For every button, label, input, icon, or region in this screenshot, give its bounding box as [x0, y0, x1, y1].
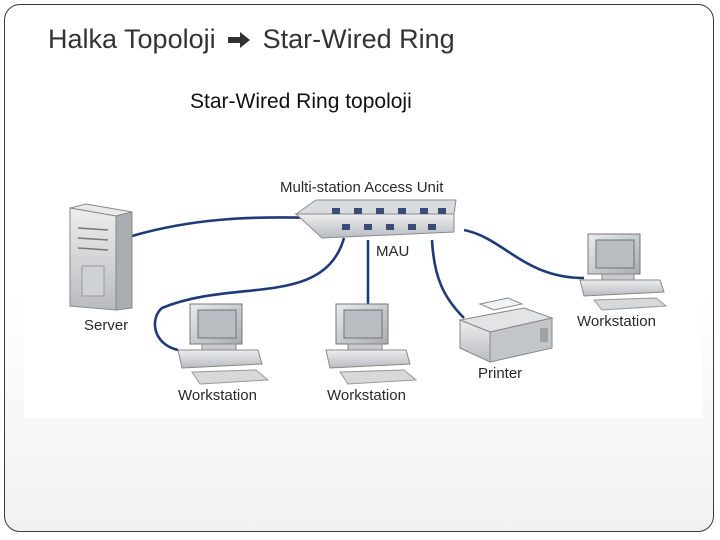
- server-label: Server: [84, 317, 128, 334]
- slide-title: Halka Topoloji Star-Wired Ring: [48, 24, 455, 55]
- diagram-canvas: Multi-station Access Unit MAU: [69, 179, 668, 404]
- mau-label: MAU: [376, 243, 409, 260]
- printer-device: Printer: [458, 297, 554, 382]
- arrow-right-icon: [227, 24, 251, 55]
- title-left: Halka Topoloji: [48, 24, 216, 54]
- printer-label: Printer: [478, 365, 522, 382]
- workstation-center-label: Workstation: [327, 387, 406, 404]
- workstation-left-device: Workstation: [177, 303, 270, 404]
- cable-workstation-right: [463, 228, 585, 280]
- cable-printer: [430, 239, 465, 319]
- network-cables: [131, 216, 585, 352]
- title-right: Star-Wired Ring: [262, 24, 455, 54]
- diagram-subtitle: Star-Wired Ring topoloji: [190, 90, 412, 113]
- star-wired-ring-diagram: Multi-station Access Unit MAU: [24, 168, 702, 418]
- workstation-left-label: Workstation: [178, 387, 257, 404]
- cable-server: [131, 216, 317, 238]
- workstation-right-device: Workstation: [577, 233, 668, 330]
- workstation-right-label: Workstation: [577, 313, 656, 330]
- mau-title: Multi-station Access Unit: [280, 179, 444, 196]
- cable-workstation-left: [153, 237, 346, 352]
- workstation-center-device: Workstation: [325, 303, 418, 404]
- mau-device: Multi-station Access Unit MAU: [280, 179, 457, 260]
- server-device: Server: [69, 203, 133, 334]
